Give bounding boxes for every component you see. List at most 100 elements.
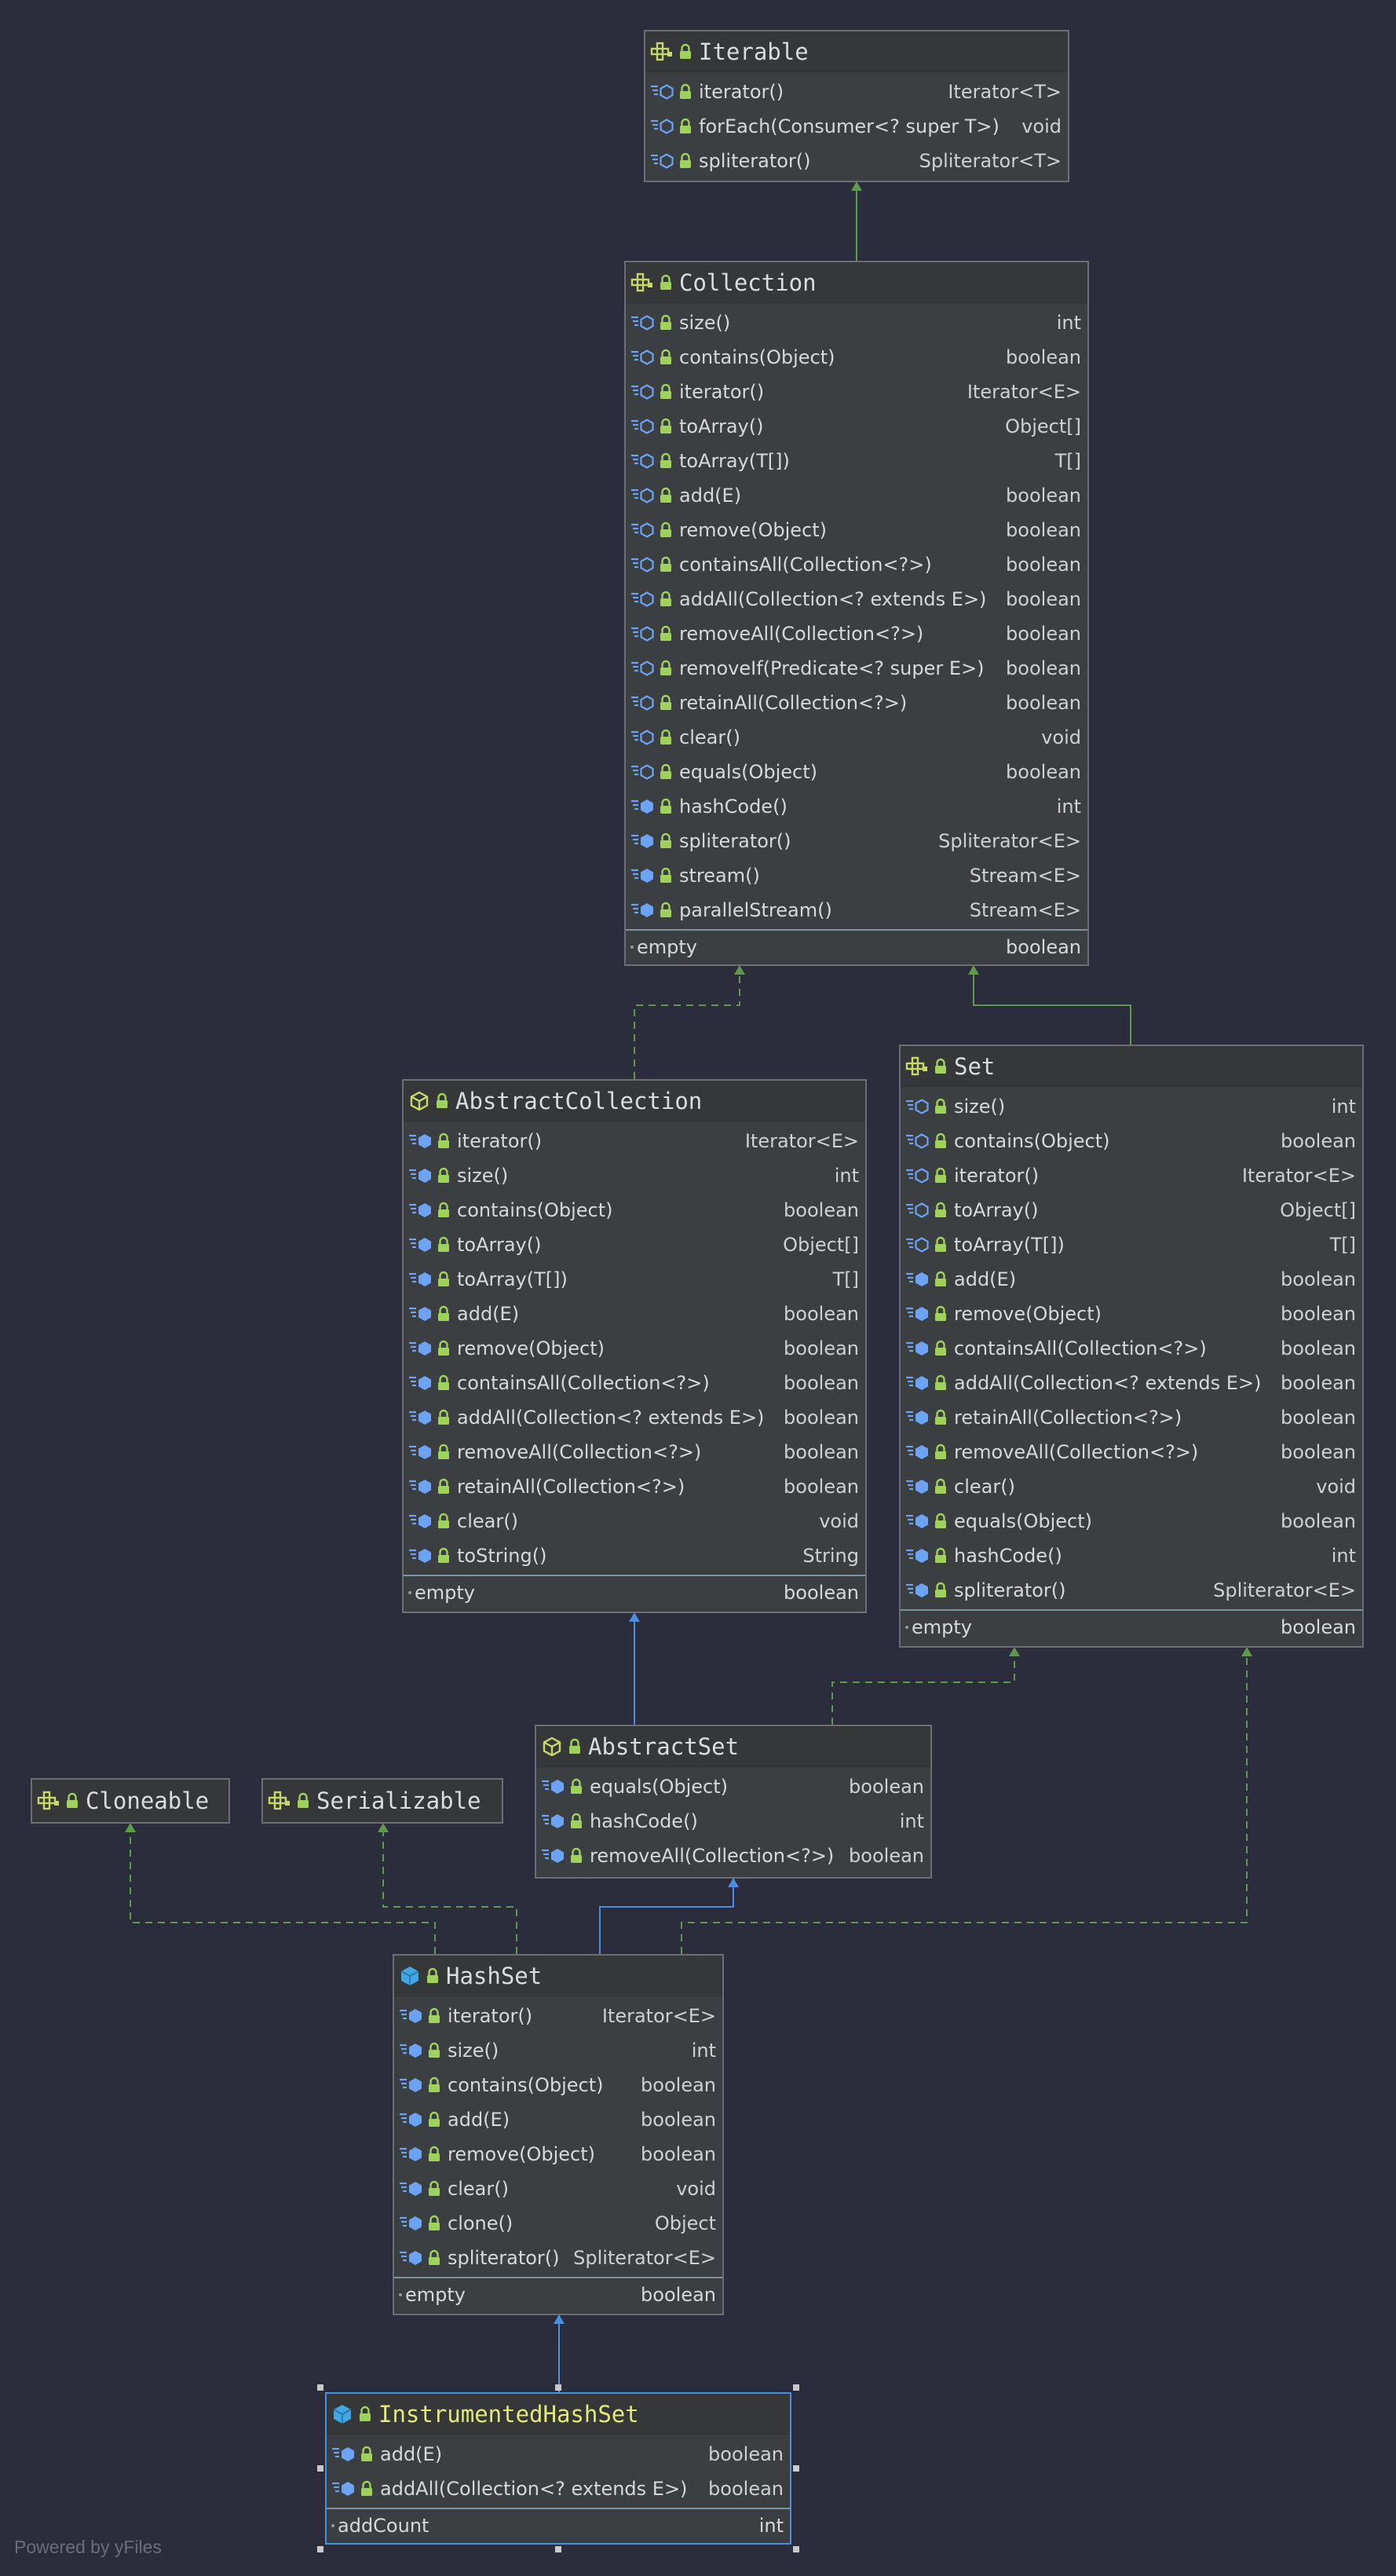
method-row[interactable]: iterator()Iterator<E> — [404, 1124, 865, 1158]
method-row[interactable]: contains(Object)boolean — [626, 340, 1087, 375]
method-row[interactable]: forEach(Consumer<? super T>)void — [645, 109, 1068, 144]
selection-handle[interactable] — [555, 2384, 561, 2391]
method-icon — [906, 1549, 928, 1563]
method-row[interactable]: addAll(Collection<? extends E>)boolean — [404, 1400, 865, 1435]
method-icon — [906, 1272, 928, 1286]
method-row[interactable]: add(E)boolean — [626, 478, 1087, 513]
method-row[interactable]: addAll(Collection<? extends E>)boolean — [626, 582, 1087, 617]
selection-handle[interactable] — [317, 2465, 323, 2472]
method-row[interactable]: equals(Object)boolean — [536, 1769, 930, 1804]
method-row[interactable]: remove(Object)boolean — [901, 1297, 1362, 1331]
method-row[interactable]: toArray()Object[] — [626, 409, 1087, 444]
method-row[interactable]: removeAll(Collection<?>)boolean — [901, 1435, 1362, 1469]
method-row[interactable]: toArray(T[])T[] — [901, 1228, 1362, 1262]
method-row[interactable]: contains(Object)boolean — [394, 2068, 722, 2102]
node-header[interactable]: Iterable — [645, 31, 1068, 72]
method-row[interactable]: iterator()Iterator<E> — [394, 1999, 722, 2033]
method-row[interactable]: iterator()Iterator<E> — [901, 1158, 1362, 1193]
method-row[interactable]: removeAll(Collection<?>)boolean — [404, 1435, 865, 1469]
method-icon — [631, 349, 654, 365]
selection-handle[interactable] — [317, 2384, 323, 2391]
method-row[interactable]: retainAll(Collection<?>)boolean — [404, 1469, 865, 1504]
method-row[interactable]: retainAll(Collection<?>)boolean — [901, 1400, 1362, 1435]
method-name: clear() — [457, 1510, 518, 1532]
method-row[interactable]: clear()void — [626, 720, 1087, 755]
method-row[interactable]: add(E)boolean — [394, 2102, 722, 2137]
selection-handle[interactable] — [317, 2546, 323, 2552]
node-header[interactable]: AbstractCollection — [404, 1081, 865, 1122]
method-row[interactable]: clear()void — [901, 1469, 1362, 1504]
method-row[interactable]: remove(Object)boolean — [404, 1331, 865, 1366]
method-row[interactable]: removeAll(Collection<?>)boolean — [626, 617, 1087, 651]
edge-abstractcollection-collection — [634, 965, 745, 1079]
method-row[interactable]: remove(Object)boolean — [394, 2137, 722, 2172]
method-row[interactable]: toArray(T[])T[] — [626, 444, 1087, 478]
node-header[interactable]: Set — [901, 1046, 1362, 1087]
method-row[interactable]: addAll(Collection<? extends E>)boolean — [327, 2472, 790, 2506]
node-header[interactable]: AbstractSet — [536, 1726, 930, 1767]
selection-handle[interactable] — [793, 2546, 799, 2552]
method-row[interactable]: parallelStream()Stream<E> — [626, 893, 1087, 928]
node-serializable[interactable]: Serializable — [261, 1778, 503, 1824]
method-row[interactable]: removeIf(Predicate<? super E>)boolean — [626, 651, 1087, 686]
method-row[interactable]: toArray(T[])T[] — [404, 1262, 865, 1297]
method-row[interactable]: add(E)boolean — [404, 1297, 865, 1331]
method-row[interactable]: toArray()Object[] — [901, 1193, 1362, 1228]
method-row[interactable]: toArray()Object[] — [404, 1228, 865, 1262]
selection-handle[interactable] — [793, 2465, 799, 2472]
method-row[interactable]: size()int — [404, 1158, 865, 1193]
method-row[interactable]: spliterator()Spliterator<E> — [394, 2241, 722, 2275]
method-row[interactable]: add(E)boolean — [327, 2437, 790, 2472]
method-return-type: boolean — [1006, 761, 1081, 783]
method-row[interactable]: spliterator()Spliterator<T> — [645, 144, 1068, 178]
method-row[interactable]: contains(Object)boolean — [404, 1193, 865, 1228]
method-row[interactable]: hashCode()int — [626, 789, 1087, 824]
node-cloneable[interactable]: Cloneable — [31, 1778, 230, 1824]
method-row[interactable]: clone()Object — [394, 2206, 722, 2241]
method-row[interactable]: toString()String — [404, 1539, 865, 1573]
method-row[interactable]: containsAll(Collection<?>)boolean — [626, 547, 1087, 582]
node-header[interactable]: Cloneable — [32, 1780, 228, 1822]
method-row[interactable]: spliterator()Spliterator<E> — [626, 824, 1087, 858]
node-header[interactable]: Collection — [626, 262, 1087, 303]
selection-handle[interactable] — [793, 2384, 799, 2391]
method-row[interactable]: equals(Object)boolean — [626, 755, 1087, 789]
method-row[interactable]: spliterator()Spliterator<E> — [901, 1573, 1362, 1608]
method-row[interactable]: clear()void — [394, 2172, 722, 2206]
method-row[interactable]: stream()Stream<E> — [626, 858, 1087, 893]
method-name: spliterator() — [699, 150, 811, 172]
node-header[interactable]: HashSet — [394, 1956, 722, 1996]
method-row[interactable]: retainAll(Collection<?>)boolean — [626, 686, 1087, 720]
method-row[interactable]: addAll(Collection<? extends E>)boolean — [901, 1366, 1362, 1400]
method-row[interactable]: hashCode()int — [536, 1804, 930, 1839]
method-row[interactable]: iterator()Iterator<E> — [626, 375, 1087, 409]
method-row[interactable]: containsAll(Collection<?>)boolean — [901, 1331, 1362, 1366]
method-row[interactable]: equals(Object)boolean — [901, 1504, 1362, 1539]
node-header[interactable]: Serializable — [263, 1780, 502, 1822]
method-row[interactable]: clear()void — [404, 1504, 865, 1539]
selection-handle[interactable] — [555, 2546, 561, 2552]
method-row[interactable]: size()int — [901, 1089, 1362, 1124]
method-row[interactable]: removeAll(Collection<?>)boolean — [536, 1839, 930, 1873]
method-row[interactable]: remove(Object)boolean — [626, 513, 1087, 547]
node-header[interactable]: InstrumentedHashSet — [327, 2394, 790, 2435]
method-row[interactable]: containsAll(Collection<?>)boolean — [404, 1366, 865, 1400]
method-row[interactable]: size()int — [394, 2033, 722, 2068]
method-row[interactable]: contains(Object)boolean — [901, 1124, 1362, 1158]
method-row[interactable]: add(E)boolean — [901, 1262, 1362, 1297]
method-row[interactable]: hashCode()int — [901, 1539, 1362, 1573]
method-row[interactable]: size()int — [626, 306, 1087, 340]
method-row[interactable]: iterator()Iterator<T> — [645, 75, 1068, 109]
